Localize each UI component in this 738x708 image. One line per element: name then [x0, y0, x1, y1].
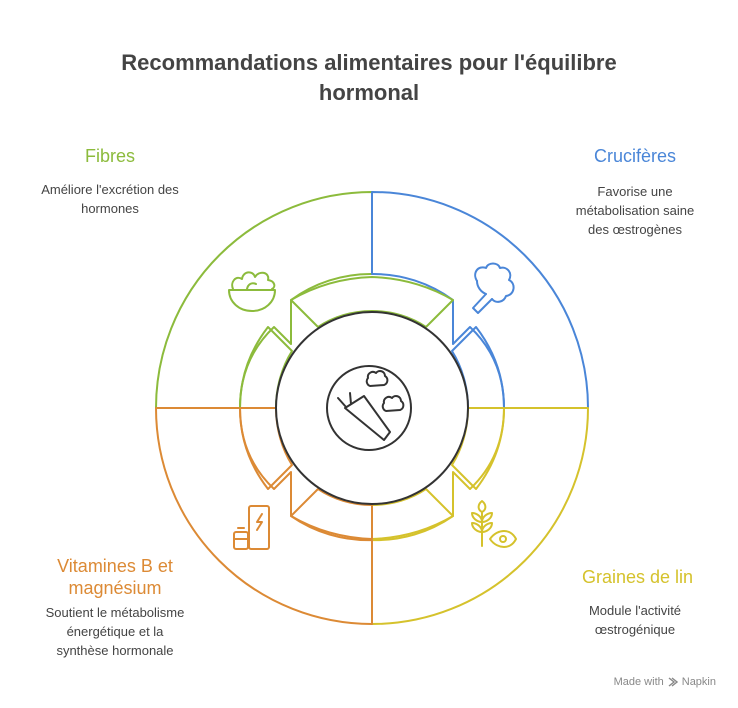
- vitamines-label-line-1: Vitamines B et: [57, 556, 173, 576]
- center-icon-ring: [326, 365, 412, 451]
- cruciferes-label: Crucifères: [593, 146, 677, 166]
- cruciferes-desc-line-2: métabolisation saine: [575, 203, 695, 218]
- fibres-label: Fibres: [84, 146, 135, 166]
- wheat-eye-icon: [471, 500, 517, 548]
- graines-label: Graines de lin: [581, 567, 694, 587]
- vitamines-desc-line-2: énergétique et la: [66, 624, 164, 639]
- footer-watermark: Made with Napkin: [614, 676, 716, 688]
- fibres-desc-line-1: Améliore l'excrétion des: [41, 182, 179, 197]
- title-line-1: Recommandations alimentaires pour l'équi…: [121, 50, 617, 75]
- vitamines-label: Vitamines B et magnésium: [25, 555, 205, 599]
- carrot-broccoli-icon: [337, 370, 405, 441]
- title-line-2: hormonal: [318, 80, 420, 105]
- cruciferes-desc-line-1: Favorise une: [597, 184, 673, 199]
- napkin-logo-icon: [668, 677, 678, 687]
- cruciferes-description: Favorise une métabolisation saine des œs…: [545, 182, 725, 239]
- footer-brand: Napkin: [681, 676, 716, 688]
- vitamines-bottom-arc: [290, 488, 373, 540]
- cruciferes-outer-segment: [371, 191, 589, 409]
- graines-desc-line-1: Module l'activité: [588, 603, 682, 618]
- broccoli-icon: [472, 262, 515, 314]
- vitamines-desc-line-3: synthèse hormonale: [56, 643, 174, 658]
- footer-made-with: Made with: [613, 676, 664, 688]
- graines-description: Module l'activité œstrogénique: [545, 601, 725, 639]
- fibres-description: Améliore l'excrétion des hormones: [20, 180, 200, 218]
- graines-desc-line-2: œstrogénique: [594, 622, 676, 637]
- vitamines-description: Soutient le métabolisme énergétique et l…: [15, 603, 215, 660]
- battery-charging-icon: [233, 505, 270, 550]
- cruciferes-desc-line-3: des œstrogènes: [588, 222, 682, 237]
- salad-bowl-icon: [228, 271, 276, 312]
- vitamines-desc-line-1: Soutient le métabolisme: [45, 605, 185, 620]
- diagram-title: Recommandations alimentaires pour l'équi…: [0, 48, 738, 108]
- vitamines-label-line-2: magnésium: [68, 578, 162, 598]
- fibres-desc-line-2: hormones: [81, 201, 139, 216]
- fibres-outer-segment: [155, 191, 373, 409]
- graines-outer-segment: [371, 407, 589, 625]
